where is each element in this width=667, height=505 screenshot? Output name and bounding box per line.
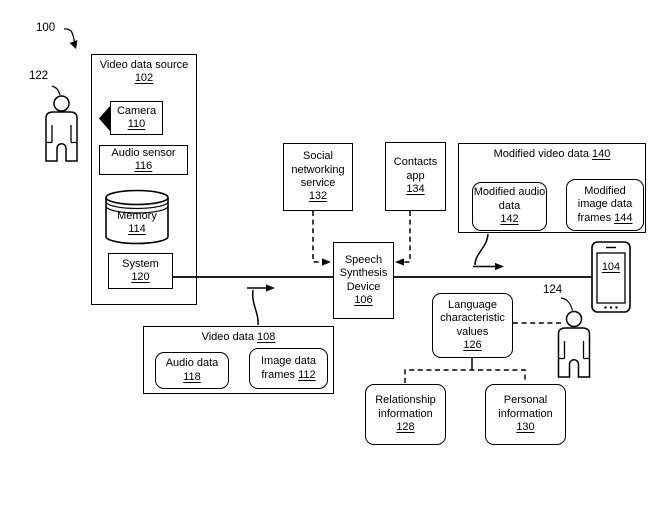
smartphone-ref-label: 104 <box>601 261 621 273</box>
contacts-app-ref: 134 <box>406 183 425 196</box>
audio-sensor-box: Audio sensor 116 <box>99 145 188 175</box>
audio-sensor-label: Audio sensor <box>111 146 176 159</box>
speech-synthesis-device-ref: 106 <box>354 293 373 306</box>
person-left-ref-label: 122 <box>29 70 49 82</box>
person-right-icon <box>557 310 591 378</box>
social-networking-service-ref: 132 <box>308 190 328 203</box>
person-right-leader <box>560 297 574 311</box>
audio-data-box: Audio data 118 <box>155 352 229 389</box>
contacts-app-label: Contacts app <box>393 156 438 182</box>
relationship-information-ref: 128 <box>396 421 415 434</box>
video-data-source-title: Video data source <box>99 59 189 71</box>
speech-synthesis-device-label: Speech Synthesis Device <box>339 253 388 293</box>
person-right-ref-label: 124 <box>543 284 563 296</box>
modified-image-data-frames-text: Modified image data frames 144 <box>577 184 633 224</box>
camera-ref: 110 <box>127 118 146 130</box>
modified-video-data-box: Modified video data 140 <box>458 143 646 233</box>
audio-sensor-ref: 116 <box>134 160 153 172</box>
memory-label: Memory <box>117 209 157 222</box>
memory-label-group: Memory 114 <box>106 206 168 240</box>
social-networking-service-label: Social networking service <box>291 150 345 189</box>
smartphone-icon <box>591 241 631 313</box>
relationship-information-box: Relationship information 128 <box>365 384 446 445</box>
modified-video-arrowhead-icon <box>495 262 504 271</box>
modified-video-data-title: Modified video data 140 <box>493 148 611 160</box>
contacts-arrowhead-icon <box>395 258 404 266</box>
system-ref: 120 <box>131 271 150 283</box>
language-tree-dashed-connector <box>404 369 526 383</box>
modified-audio-data-box: Modified audio data 142 <box>472 182 547 231</box>
personal-information-label: Personal information <box>498 394 553 420</box>
video-data-arrowhead-icon <box>266 284 275 292</box>
figure-ref-label: 100 <box>36 22 56 34</box>
fig-ref-leader-arrow <box>63 28 76 43</box>
personal-information-ref: 130 <box>516 421 535 434</box>
speech-synthesis-device-box: Speech Synthesis Device 106 <box>333 242 394 319</box>
video-data-title: Video data 108 <box>201 331 276 343</box>
memory-ref: 114 <box>128 223 146 235</box>
language-characteristic-values-ref: 126 <box>463 338 482 351</box>
video-data-to-bus-connector <box>247 287 266 326</box>
modified-video-data-ref: 140 <box>592 148 611 160</box>
camera-label: Camera <box>116 104 157 117</box>
modified-image-data-frames-ref: 144 <box>614 211 633 224</box>
fig-ref-arrowhead-icon <box>69 40 78 49</box>
personal-information-box: Personal information 130 <box>485 384 566 445</box>
language-characteristic-values-label: Language characteristic values <box>440 298 505 338</box>
camera-lens-icon <box>99 106 110 131</box>
contacts-app-box: Contacts app 134 <box>385 142 446 211</box>
social-networking-service-box: Social networking service 132 <box>283 143 353 211</box>
image-data-frames-box: Image data frames 112 <box>249 348 328 389</box>
modified-video-to-bus-connector <box>473 233 495 268</box>
system-box: System 120 <box>108 253 173 289</box>
modified-audio-data-label: Modified audio data <box>473 186 546 212</box>
audio-data-ref: 118 <box>183 370 201 383</box>
image-data-frames-ref: 112 <box>298 368 316 381</box>
memory-cylinder-icon <box>105 189 169 245</box>
video-data-box: Video data 108 <box>143 326 334 394</box>
camera-box: Camera 110 <box>110 101 163 135</box>
relationship-information-label: Relationship information <box>375 394 436 420</box>
system-label: System <box>122 257 159 270</box>
image-data-frames-text: Image data frames 112 <box>260 355 317 381</box>
audio-data-label: Audio data <box>165 357 219 370</box>
modified-audio-data-ref: 142 <box>500 213 519 226</box>
social-to-speech-dashed-connector <box>312 211 322 263</box>
person-left-leader <box>51 85 61 96</box>
video-data-source-box: Video data source 102 <box>91 54 197 305</box>
language-characteristic-values-box: Language characteristic values 126 <box>432 293 513 358</box>
contacts-to-speech-dashed-connector <box>404 211 411 263</box>
video-data-ref: 108 <box>257 331 276 343</box>
modified-image-data-frames-box: Modified image data frames 144 <box>566 179 644 231</box>
person-left-icon <box>45 95 78 162</box>
social-arrowhead-icon <box>322 258 331 266</box>
video-data-source-ref: 102 <box>134 72 154 85</box>
